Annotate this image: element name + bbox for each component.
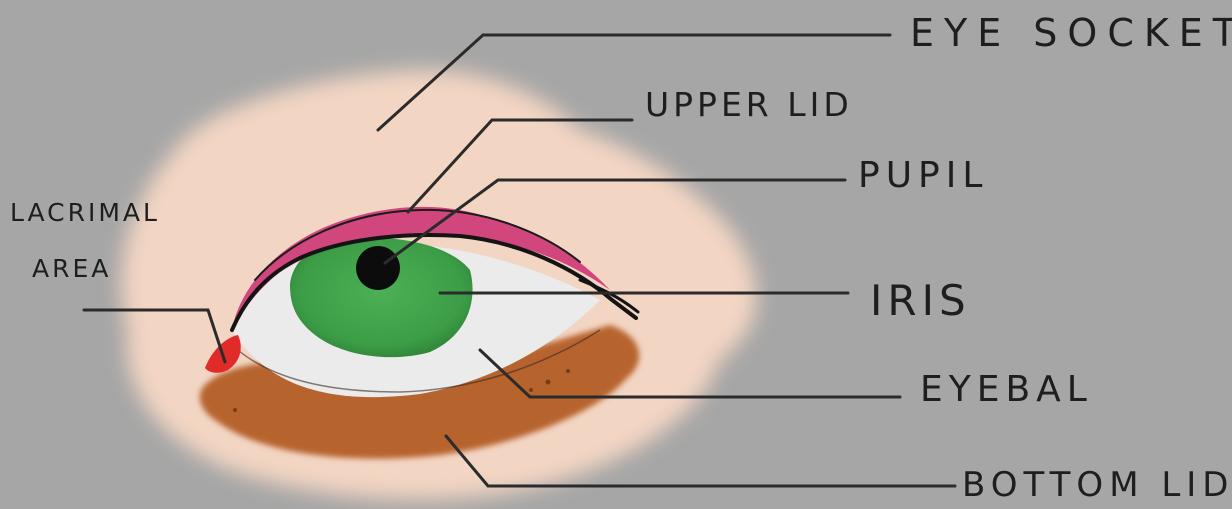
label-pupil: PUPIL bbox=[858, 158, 988, 194]
label-iris: IRIS bbox=[870, 280, 971, 322]
label-eyeball: EYEBAL bbox=[920, 372, 1093, 408]
pupil-shape bbox=[356, 246, 400, 290]
label-eye-socket: EYE SOCKET bbox=[910, 14, 1232, 52]
label-lacrimal: LACRIMAL bbox=[10, 200, 160, 225]
label-upper-lid: UPPER LID bbox=[645, 88, 853, 121]
label-lacrimal-area: AREA bbox=[32, 256, 111, 281]
label-bottom-lid: BOTTOM LID bbox=[962, 468, 1232, 502]
